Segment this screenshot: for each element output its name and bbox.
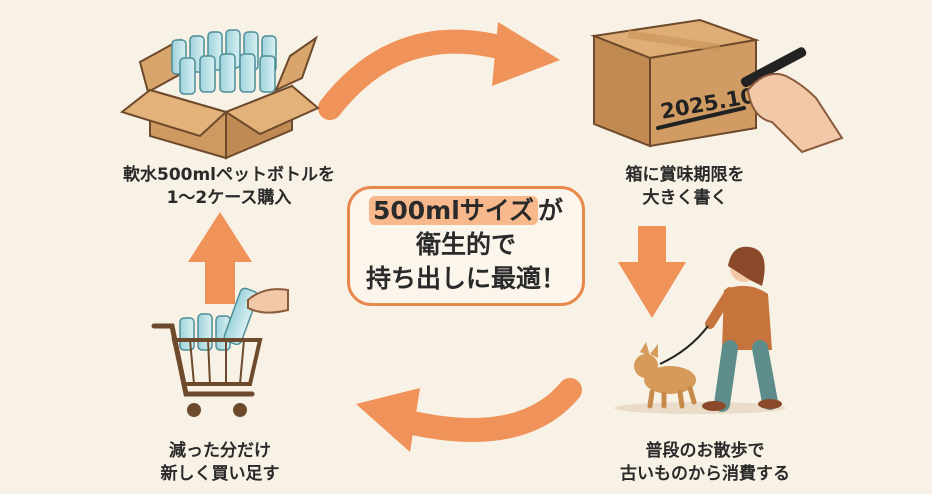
- step-use-label: 普段のお散歩で 古いものから消費する: [590, 440, 820, 486]
- center-highlight: 500mlサイズ: [368, 196, 539, 225]
- center-highlight-suffix: が: [538, 196, 564, 225]
- step-buy-label: 軟水500mlペットボトルを 1～2ケース購入: [94, 164, 364, 210]
- shopping-cart-with-bottles-illustration: [151, 287, 289, 417]
- step-mark-line2: 大きく書く: [642, 188, 728, 208]
- center-line1: 500mlサイズが: [350, 194, 582, 228]
- center-line3: 持ち出しに最適！: [365, 264, 566, 293]
- center-line2: 衛生的で: [415, 230, 516, 259]
- hand-writing-with-marker-icon: [740, 47, 844, 154]
- step-use-line2: 古いものから消費する: [620, 464, 790, 484]
- step-mark-line1: 箱に賞味期限を: [625, 165, 745, 185]
- step-restock-line2: 新しく買い足す: [160, 464, 280, 484]
- cycle-arrow-top: [318, 22, 560, 120]
- cycle-arrow-bottom: [356, 378, 582, 452]
- closed-box-illustration: [590, 18, 760, 148]
- open-box-with-bottles-illustration: [119, 29, 320, 160]
- step-restock-label: 減った分だけ 新しく買い足す: [140, 440, 300, 486]
- cycle-arrow-left: [188, 212, 252, 304]
- center-message-box: 500mlサイズが 衛生的で 持ち出しに最適！: [347, 186, 585, 306]
- cycle-arrow-right: [618, 226, 686, 318]
- woman-walking-dog-illustration: [614, 246, 786, 414]
- step-mark-label: 箱に賞味期限を 大きく書く: [590, 164, 780, 210]
- step-buy-line1: 軟水500mlペットボトルを: [122, 165, 336, 185]
- step-buy-line2: 1～2ケース購入: [166, 188, 292, 208]
- step-restock-line1: 減った分だけ: [169, 441, 271, 461]
- step-use-line1: 普段のお散歩で: [645, 441, 765, 461]
